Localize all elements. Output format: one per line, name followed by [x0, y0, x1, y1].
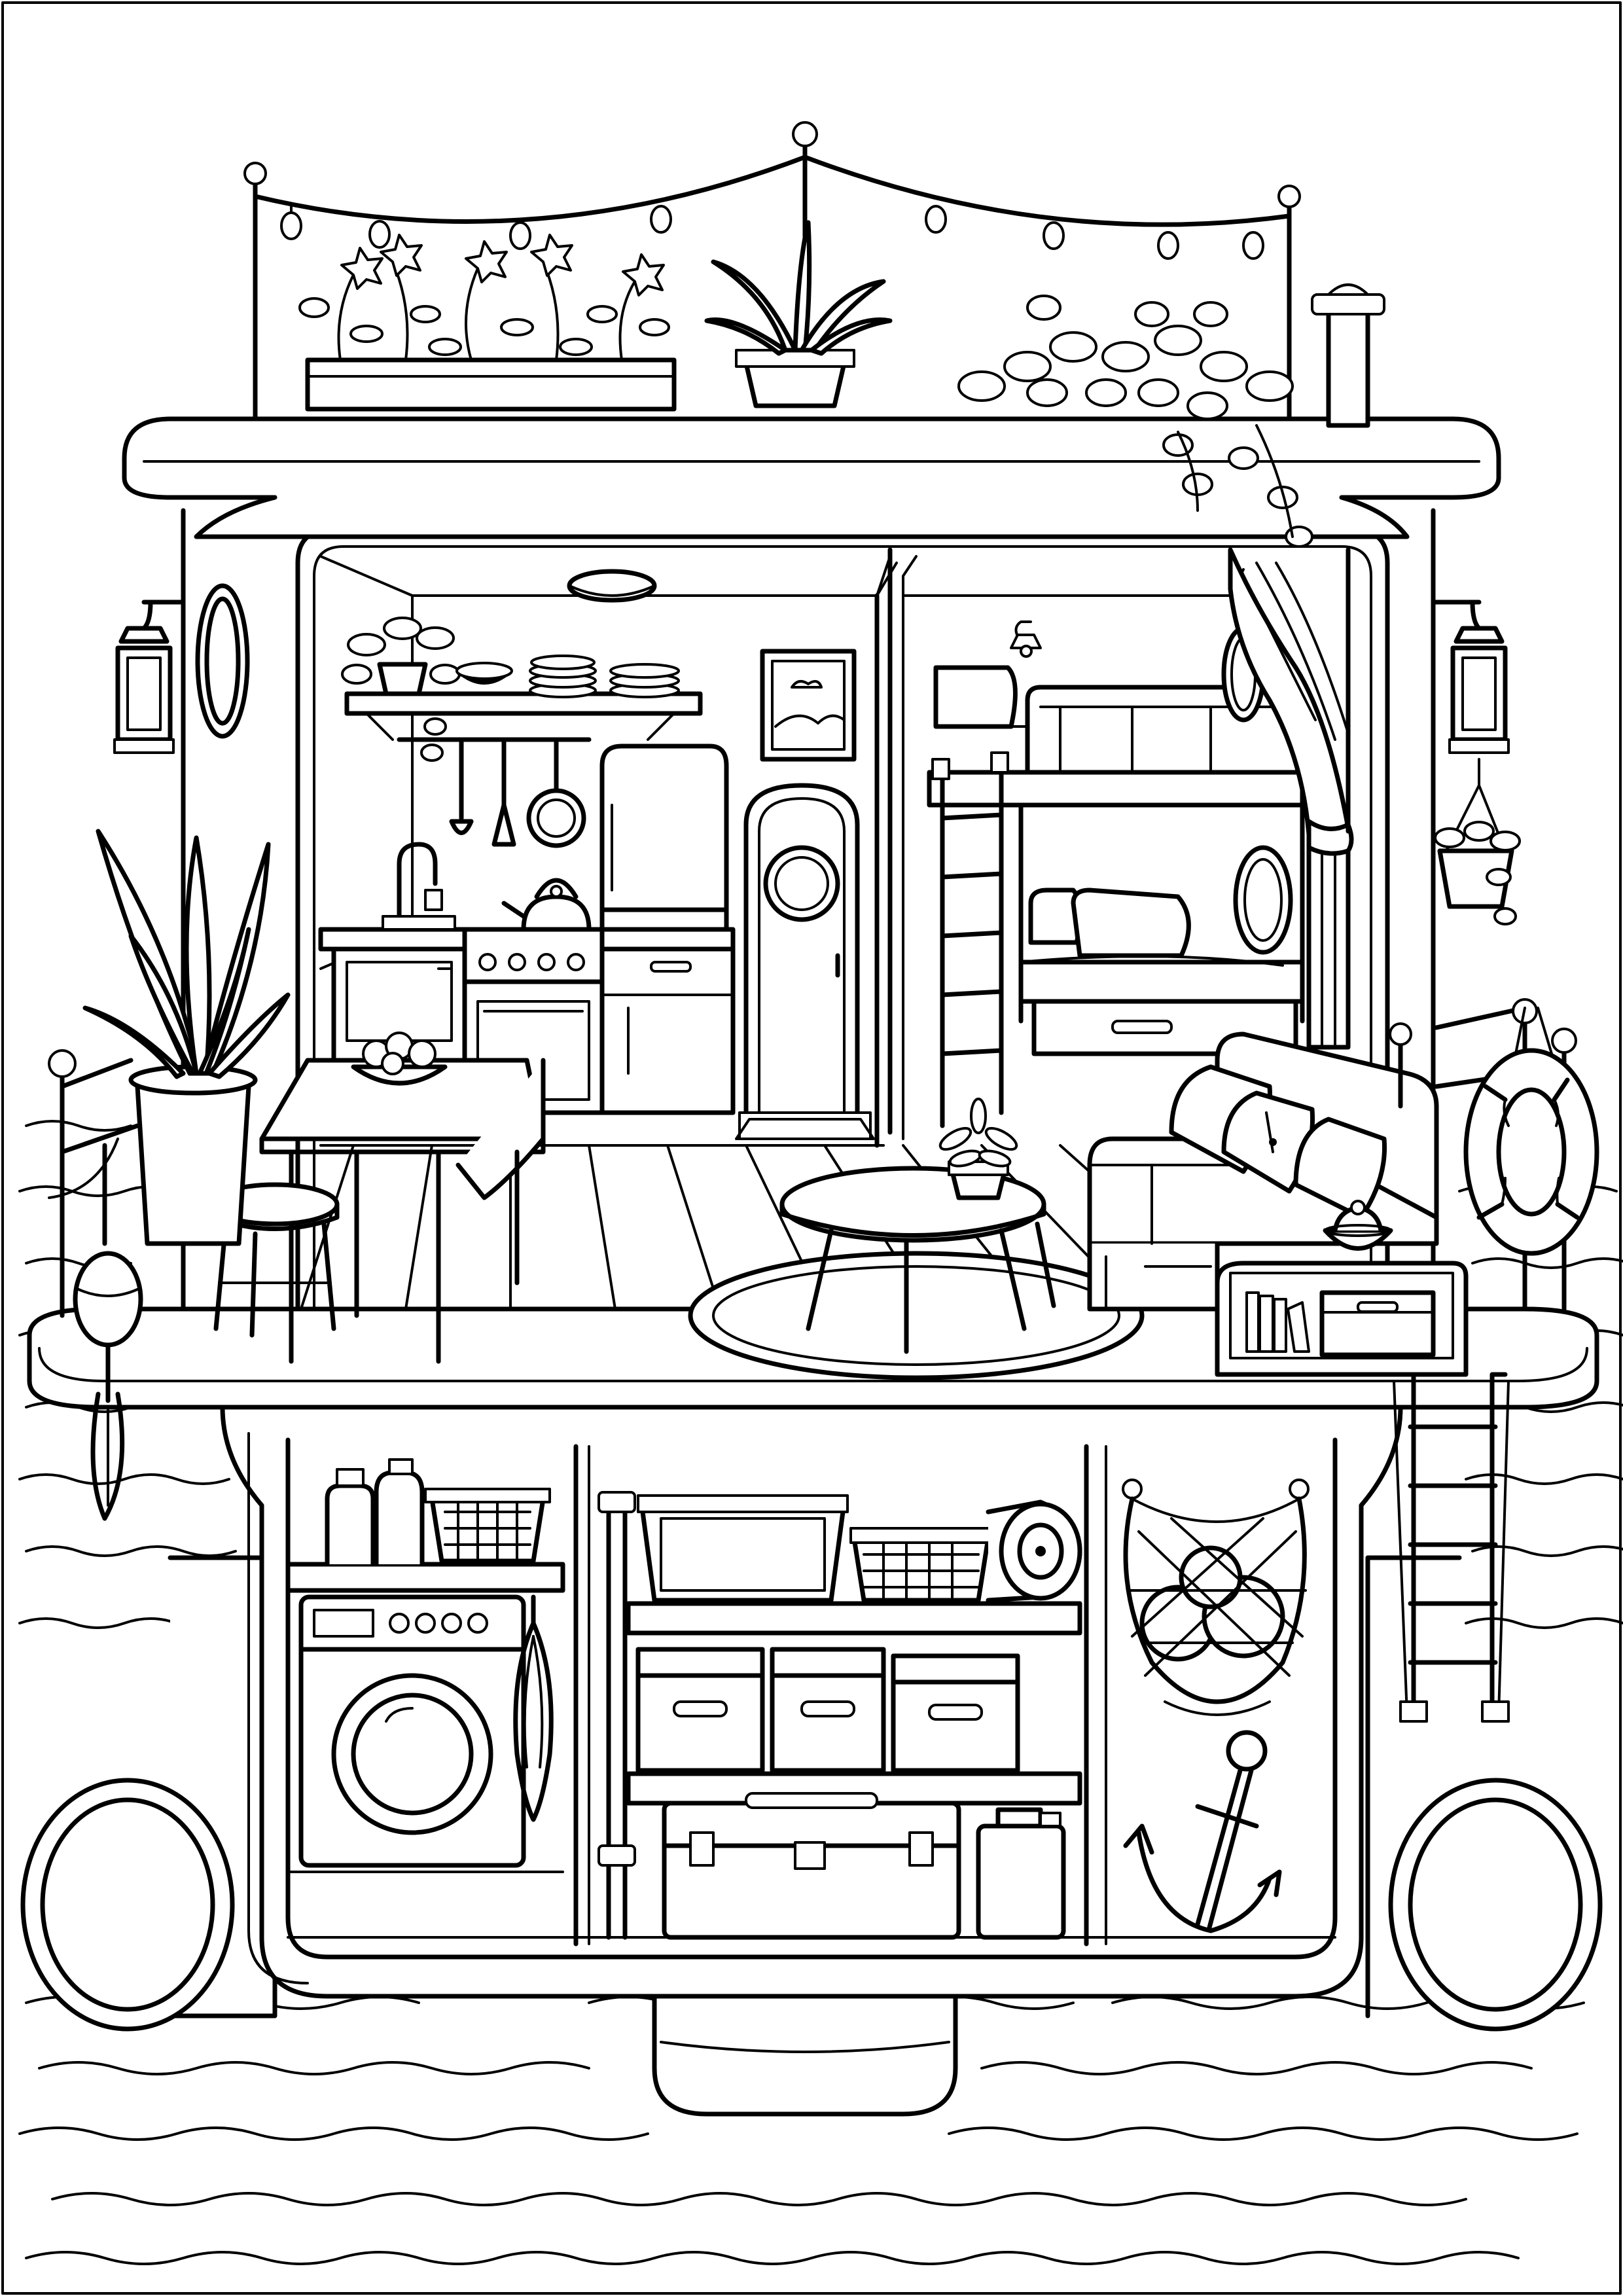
wall-picture	[760, 649, 857, 762]
coiled-rope	[513, 1594, 554, 1822]
wall-shelf	[341, 617, 703, 762]
bulb	[925, 205, 947, 234]
jerry-can	[976, 1807, 1066, 1940]
anchor	[1123, 1730, 1282, 1933]
kitchen	[210, 547, 1245, 1364]
string-lights	[253, 154, 1292, 260]
tea-kettle	[501, 878, 592, 932]
hanging-planter-right	[1434, 758, 1521, 925]
side-shelf	[1215, 1200, 1469, 1377]
bulb	[1157, 231, 1179, 260]
decorative-bowl	[1323, 1200, 1393, 1251]
small-box	[1319, 1290, 1436, 1357]
rolled-mat	[986, 1499, 1082, 1603]
center-pontoon	[652, 1981, 958, 2117]
table-potted-plant	[938, 1098, 1018, 1200]
cushion	[1293, 1117, 1387, 1220]
bunk-bedroom	[902, 555, 1311, 1140]
bowl	[455, 662, 513, 685]
kitchen-faucet	[382, 842, 456, 932]
deck-potted-plant	[82, 829, 291, 1246]
life-ring	[1463, 1007, 1599, 1256]
living-area	[688, 1031, 1469, 1380]
vertical-pipe	[597, 1491, 636, 1940]
left-porthole	[195, 583, 250, 739]
bulb	[1043, 221, 1065, 250]
laundry-basket	[424, 1488, 551, 1564]
left-wall-lantern	[113, 600, 186, 754]
wire-basket	[849, 1527, 993, 1603]
bunk-ladder	[931, 751, 1009, 1128]
wall-lamp	[1010, 620, 1042, 658]
roof-planter-box	[298, 234, 677, 412]
nautical-bay	[1122, 1479, 1310, 1933]
hull-ladder	[1393, 1372, 1510, 1723]
right-wall-lantern	[1431, 600, 1510, 754]
fruit-bowl	[351, 1031, 448, 1086]
detergent-bottles	[325, 1458, 425, 1567]
cargo-net-with-buoys	[1122, 1479, 1310, 1716]
refrigerator	[599, 744, 736, 1115]
dining-table	[259, 1031, 546, 1364]
roof-potted-plant	[704, 220, 893, 408]
storage-box-1	[635, 1647, 765, 1773]
stacked-bowls	[609, 663, 680, 698]
ceiling-light	[567, 569, 657, 603]
bulb	[650, 205, 672, 234]
roof	[122, 416, 1501, 539]
left-pontoon	[20, 1555, 277, 2032]
right-pontoon	[1365, 1555, 1603, 2032]
laundry-shelf	[285, 1562, 565, 1593]
sofa	[1087, 1031, 1439, 1312]
plastic-tub	[637, 1494, 849, 1603]
utensil-rail	[397, 737, 592, 848]
laundry-bay	[285, 1458, 565, 1873]
curtain	[1228, 547, 1354, 1050]
chimney-pipe	[1311, 283, 1385, 428]
left-deck-railing	[48, 1049, 143, 1521]
bulb	[1242, 231, 1264, 260]
books	[1245, 1291, 1310, 1353]
kitchen-door	[735, 783, 875, 1140]
upper-shelf	[626, 1601, 1082, 1636]
stove	[462, 878, 605, 1115]
shelf-plant	[341, 617, 461, 762]
upper-bunk	[927, 665, 1311, 808]
stacked-plates	[529, 655, 597, 698]
storage-box-3	[891, 1653, 1020, 1773]
bulb	[509, 221, 531, 250]
bulb	[280, 205, 302, 240]
storage-box-2	[770, 1647, 886, 1773]
bunk-porthole	[1233, 845, 1293, 955]
round-rug	[688, 1251, 1145, 1380]
lower-bunk	[1018, 626, 1305, 1056]
bulb	[368, 220, 391, 249]
washing-machine	[298, 1594, 526, 1868]
storage-bay	[597, 1491, 1082, 1940]
rope-buoy	[73, 1143, 143, 1521]
trunk	[662, 1792, 961, 1940]
hanging-ivy	[957, 295, 1313, 548]
